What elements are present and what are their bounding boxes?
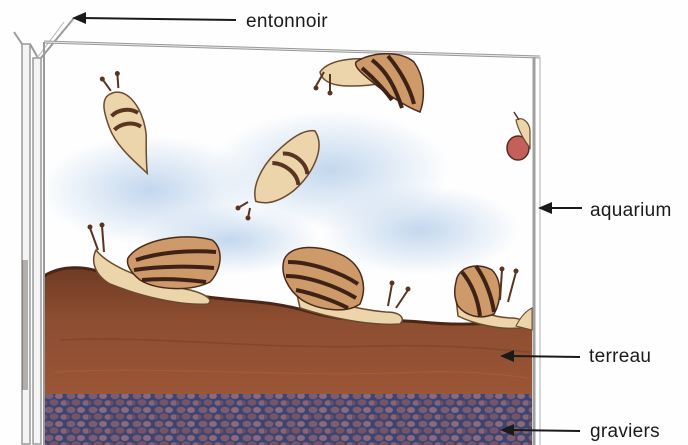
aquarium-label: aquarium — [590, 200, 672, 222]
arrow-left-icon — [538, 202, 582, 214]
snail-icon — [314, 54, 424, 112]
soil-label: terreau — [589, 346, 651, 368]
snail-icon — [507, 112, 530, 160]
gravel-label: graviers — [590, 421, 660, 443]
snail-icon — [455, 266, 532, 330]
funnel-label: entonnoir — [246, 11, 328, 33]
arrow-left-icon — [72, 12, 236, 24]
gravel-layer — [44, 392, 532, 445]
